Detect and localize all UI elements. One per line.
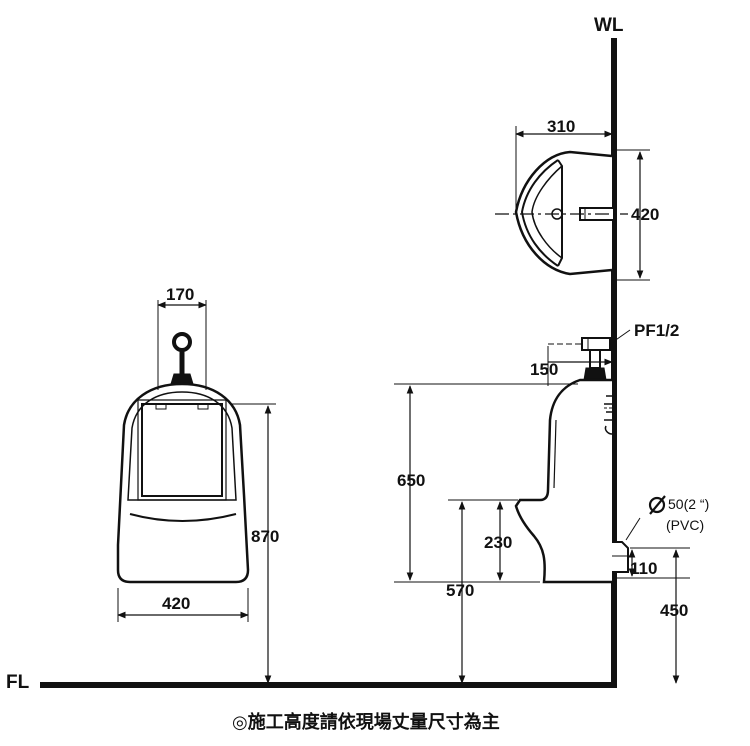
floor-line-label: FL [6, 672, 30, 693]
side-rim-height-label: 570 [446, 581, 475, 600]
top-view-depth-label: 310 [547, 117, 576, 136]
drain-height-label: 450 [660, 601, 689, 620]
side-urinal-body [514, 378, 612, 584]
flush-valve-label: PF1/2 [634, 321, 680, 340]
drain-material-label: (PVC) [666, 517, 705, 533]
diameter-symbol [648, 495, 666, 515]
front-top-width-label: 170 [166, 285, 195, 304]
drain-size-label: 50(2 “) [668, 496, 710, 512]
front-bowl-opening [141, 403, 223, 497]
front-height-label: 870 [251, 527, 280, 546]
top-view-width-label: 420 [631, 205, 660, 224]
drain-offset-label: 110 [630, 559, 658, 578]
top-view-body [514, 150, 613, 276]
side-drain [612, 517, 641, 573]
side-height-total-label: 650 [397, 471, 426, 490]
valve-offset-label: 150 [530, 360, 559, 379]
side-view [394, 329, 690, 684]
side-lip-height-label: 230 [484, 533, 513, 552]
wall-line-label: WL [594, 15, 624, 36]
front-view [116, 300, 276, 684]
front-bottom-width-label: 420 [162, 594, 191, 613]
installation-note: ◎施工高度請依現場丈量尺寸為主 [232, 712, 500, 733]
top-view [495, 126, 650, 281]
front-urinal-body [116, 382, 250, 584]
side-flush-valve [548, 337, 611, 381]
front-flush-valve [170, 332, 194, 385]
